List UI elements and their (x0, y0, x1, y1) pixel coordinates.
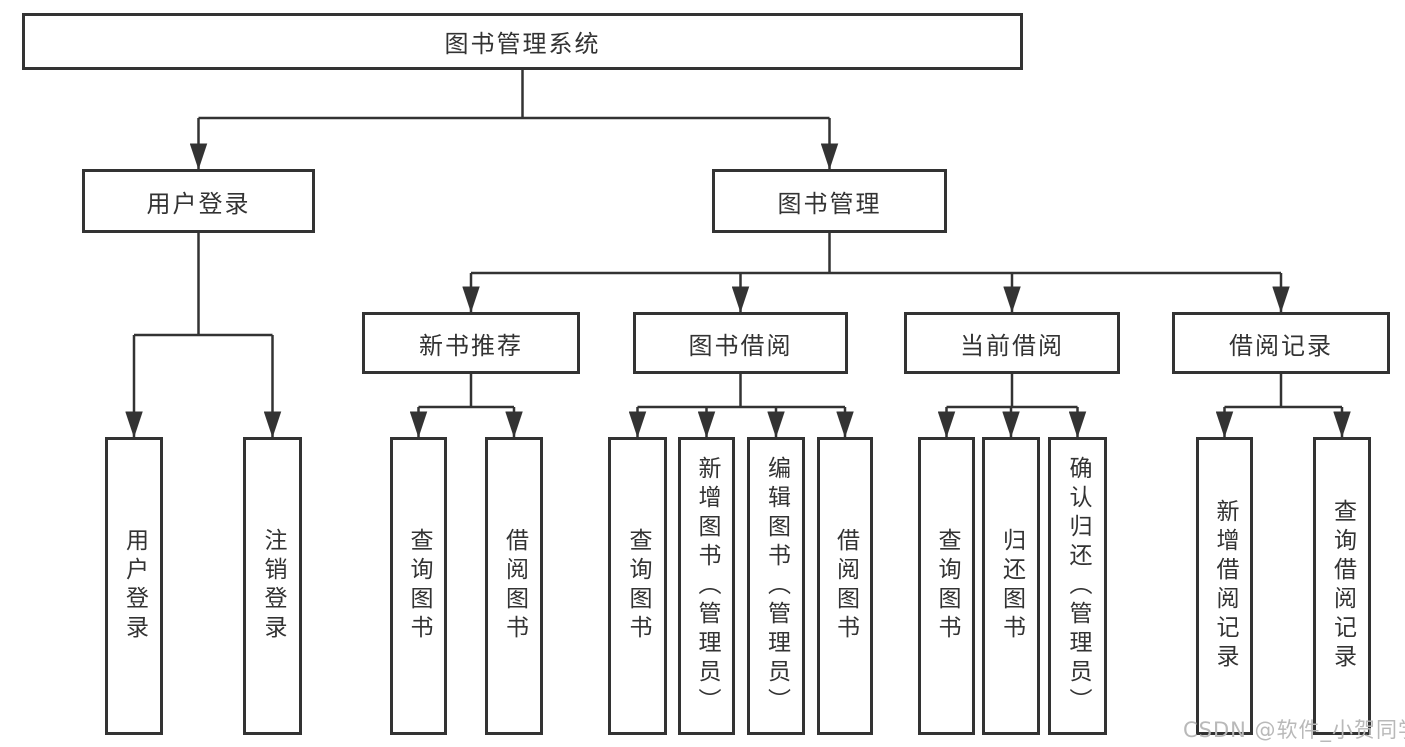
node-label: 借阅记录 (1229, 331, 1333, 360)
leaf-borrow-book: 借阅图书 (817, 437, 873, 735)
node-label: 用户登录 (146, 189, 251, 218)
node-library-management-system: 图书管理系统 (22, 13, 1023, 70)
leaf-query-borrow-record: 查询借阅记录 (1313, 437, 1371, 735)
node-label: 新增图书（管理员） (694, 455, 720, 717)
node-label: 查询图书 (625, 528, 651, 644)
node-borrow-records: 借阅记录 (1172, 312, 1390, 374)
leaf-borrow-book-recommend: 借阅图书 (485, 437, 543, 735)
node-label: 图书借阅 (688, 331, 793, 360)
leaf-query-book-current: 查询图书 (918, 437, 975, 735)
node-label: 确认归还（管理员） (1065, 455, 1091, 717)
node-new-book-recommend: 新书推荐 (362, 312, 580, 374)
edge-group-current-borrow (937, 374, 1087, 438)
node-label: 新书推荐 (419, 331, 523, 360)
node-label: 图书管理 (777, 189, 882, 218)
edge-group-root (189, 70, 839, 170)
node-label: 当前借阅 (960, 331, 1064, 360)
node-label: 归还图书 (998, 528, 1025, 644)
node-current-borrow: 当前借阅 (904, 312, 1120, 374)
edge-group-book-borrow (628, 374, 854, 438)
node-label: 借阅图书 (501, 528, 528, 644)
csdn-watermark: CSDN @软件_小贺同学 (1183, 718, 1405, 742)
leaf-return-book: 归还图书 (982, 437, 1040, 735)
node-book-borrow: 图书借阅 (633, 312, 848, 374)
leaf-confirm-return-admin: 确认归还（管理员） (1048, 437, 1107, 735)
node-label: 注销登录 (260, 528, 286, 644)
node-label: 用户登录 (121, 528, 148, 644)
edge-group-new-book-recommend (409, 374, 523, 438)
node-label: 编辑图书（管理员） (763, 455, 790, 717)
node-label: 查询图书 (934, 528, 960, 644)
node-label: 图书管理系统 (444, 30, 601, 58)
node-label: 查询图书 (406, 528, 432, 644)
node-book-management: 图书管理 (712, 169, 947, 233)
leaf-edit-book-admin: 编辑图书（管理员） (747, 437, 805, 735)
leaf-query-book-borrow: 查询图书 (608, 437, 667, 735)
leaf-add-book-admin: 新增图书（管理员） (678, 437, 735, 735)
leaf-add-borrow-record: 新增借阅记录 (1196, 437, 1253, 735)
edge-group-user-login (125, 233, 282, 438)
edge-group-borrow-records (1215, 374, 1351, 438)
node-label: 新增借阅记录 (1212, 499, 1238, 673)
edge-group-book-management (462, 233, 1290, 313)
node-label: 借阅图书 (832, 528, 859, 644)
leaf-query-book-recommend: 查询图书 (390, 437, 447, 735)
node-user-login: 用户登录 (82, 169, 315, 233)
leaf-logout: 注销登录 (243, 437, 302, 735)
leaf-user-login: 用户登录 (105, 437, 163, 735)
node-label: 查询借阅记录 (1329, 499, 1356, 673)
